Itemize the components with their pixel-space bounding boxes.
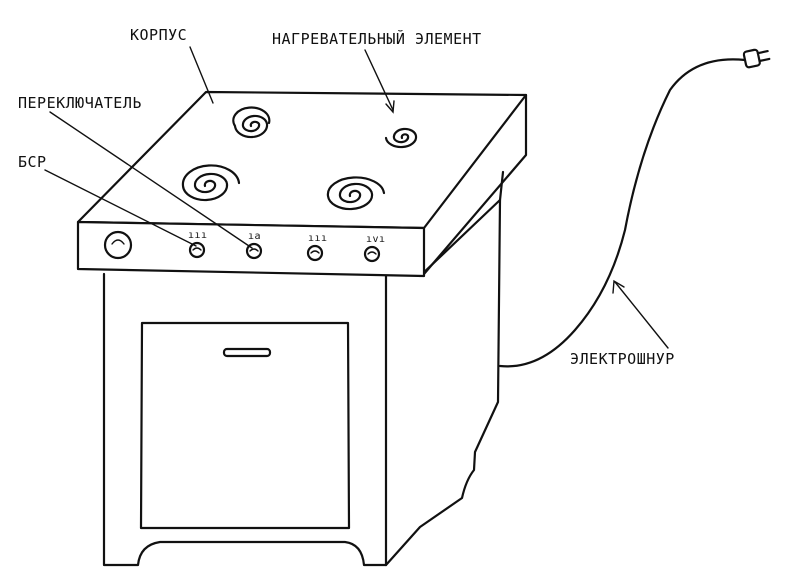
label-heating-element: НАГРЕВАТЕЛЬНЫЙ ЭЛЕМЕНТ bbox=[272, 29, 482, 48]
plug-icon bbox=[742, 48, 771, 69]
label-bsr: БСР bbox=[18, 153, 47, 171]
burner-back-right bbox=[384, 127, 418, 149]
label-korpus: КОРПУС bbox=[130, 26, 187, 44]
burner-front-right bbox=[326, 176, 386, 211]
label-switch: ПЕРЕКЛЮЧАТЕЛЬ bbox=[18, 94, 142, 112]
burner-back-left bbox=[232, 106, 271, 139]
heating-elements bbox=[181, 106, 418, 211]
stove-body bbox=[102, 170, 505, 567]
electric-cord bbox=[498, 48, 771, 368]
control-panel: ııı ıa ııı ıvı bbox=[76, 220, 426, 278]
label-cord: ЭЛЕКТРОШНУР bbox=[570, 350, 675, 368]
dial-mark: ııı bbox=[308, 233, 328, 244]
dial-mark: ıa bbox=[248, 231, 261, 242]
oven-door bbox=[139, 321, 351, 530]
labels: КОРПУС НАГРЕВАТЕЛЬНЫЙ ЭЛЕМЕНТ ПЕРЕКЛЮЧАТ… bbox=[18, 26, 675, 368]
burner-front-left bbox=[181, 164, 241, 202]
switch-knob bbox=[188, 241, 206, 259]
switch-knob bbox=[363, 245, 381, 263]
oven-door-handle bbox=[222, 347, 272, 358]
dial-mark: ıvı bbox=[366, 234, 386, 245]
leader-lines bbox=[44, 46, 669, 349]
bsr-knob bbox=[103, 230, 133, 260]
switch-knob bbox=[306, 244, 324, 262]
switch-knob bbox=[245, 242, 263, 260]
dial-mark: ııı bbox=[188, 230, 208, 241]
